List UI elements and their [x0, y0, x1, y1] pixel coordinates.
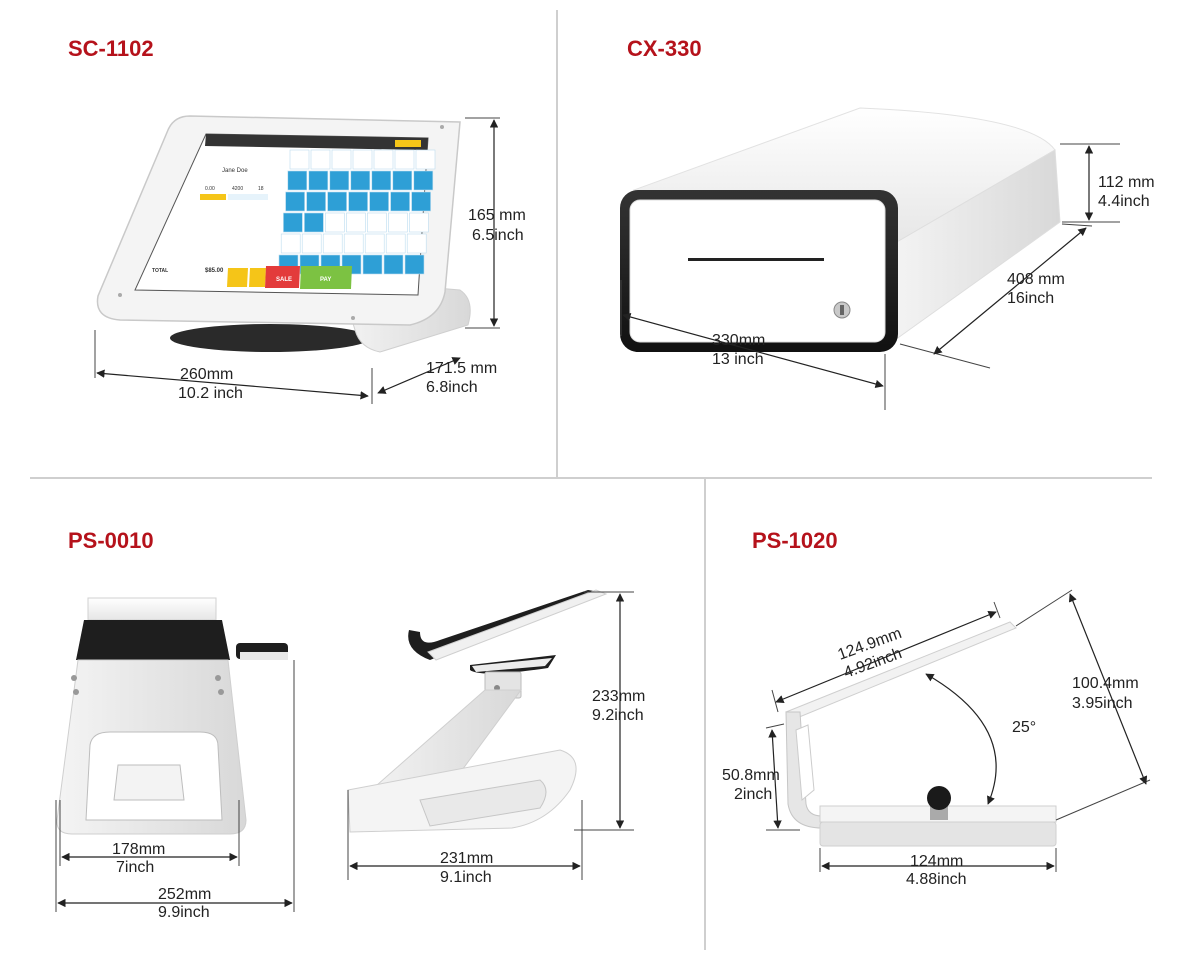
panel-cx-330: CX-330 112 mm 4.4inch 408 mm 16inch 330m… [620, 36, 1155, 410]
screen-tile [409, 212, 429, 233]
screen-tile [369, 191, 389, 212]
screen-tile [343, 233, 364, 254]
screen-tile [352, 149, 373, 170]
screen-tile [308, 170, 329, 191]
ps-0010-inner-width-mm: 178mm [112, 841, 165, 858]
screen-tile [283, 212, 303, 233]
tablet-screen: Jane Doe 0.00 4200 18 TOTAL $85.00 SALE … [134, 133, 436, 296]
title-sc-1102: SC-1102 [68, 36, 154, 61]
screen-tile [306, 191, 326, 212]
ps-1020-height-inch: 3.95inch [1072, 695, 1133, 712]
screen-tile [285, 191, 305, 212]
screen-total-2: 4200 [232, 186, 243, 192]
sc-1102-depth-mm: 171.5 mm [426, 360, 497, 377]
screen-tile [394, 149, 415, 170]
ps-0010-side-view [347, 589, 608, 833]
ps-0010-outer-width-mm: 252mm [158, 886, 211, 903]
screen-tile [310, 149, 331, 170]
screen-tile [371, 170, 392, 191]
screen-tile [392, 170, 413, 191]
ps-1020-base-mm: 124mm [910, 853, 963, 870]
cx-330-depth-line [933, 227, 1087, 355]
screen-tile [373, 149, 394, 170]
ps-0010-height-mm: 233mm [592, 688, 645, 705]
screen-tile [390, 191, 410, 212]
title-ps-1020: PS-1020 [752, 528, 838, 553]
ps-1020-rear-height-inch: 2inch [734, 786, 772, 803]
screen-tile [331, 149, 352, 170]
sc-1102-depth-line [377, 357, 461, 394]
sc-1102-height-mm: 165 mm [468, 207, 526, 224]
ps-0010-inner-width-inch: 7inch [116, 859, 154, 876]
screen-tile [350, 170, 371, 191]
screen-tile [413, 170, 434, 191]
ps-1020-angle: 25° [1012, 719, 1036, 736]
screen-tile [383, 254, 404, 275]
ps-1020-rear-height-line [768, 729, 782, 829]
screen-total-3: 18 [258, 186, 264, 192]
ps-0010-depth-mm: 231mm [440, 850, 493, 867]
ps-0010-outer-width-inch: 9.9inch [158, 904, 210, 921]
ps-0010-height-inch: 9.2inch [592, 707, 644, 724]
screen-tile [329, 170, 350, 191]
screen-tile [388, 212, 408, 233]
screen-total-1: 0.00 [205, 186, 215, 192]
screen-customer-name: Jane Doe [222, 168, 248, 174]
screen-tile [404, 254, 425, 275]
panel-sc-1102: SC-1102 Jane Doe 0.00 4200 18 TOTAL $85.… [68, 36, 526, 404]
sc-1102-height-inch: 6.5inch [472, 227, 524, 244]
panel-ps-0010: PS-0010 178mm 7inch 252mm 9.9inch [55, 528, 645, 921]
sc-1102-width-line [96, 369, 369, 400]
cx-330-height-mm: 112 mm [1098, 174, 1155, 191]
screen-tile [322, 233, 343, 254]
cx-330-height-inch: 4.4inch [1098, 193, 1150, 210]
title-cx-330: CX-330 [627, 36, 702, 61]
screen-tile [362, 254, 383, 275]
sc-1102-stand-illustration: Jane Doe 0.00 4200 18 TOTAL $85.00 SALE … [96, 115, 471, 353]
title-ps-0010: PS-0010 [68, 528, 154, 553]
ps-1020-plate-line [775, 610, 997, 704]
screen-tile [301, 233, 322, 254]
screen-tile [287, 170, 308, 191]
screen-tile [325, 212, 345, 233]
cash-drawer-illustration [620, 107, 1061, 352]
cx-330-width-inch: 13 inch [712, 351, 764, 368]
cx-330-width-line [622, 312, 884, 389]
sc-1102-width-mm: 260mm [180, 366, 233, 383]
sc-1102-depth-inch: 6.8inch [426, 379, 478, 396]
screen-tile [385, 233, 406, 254]
ps-1020-rear-height-mm: 50.8mm [722, 767, 780, 784]
ps-0010-depth-inch: 9.1inch [440, 869, 492, 886]
screen-tile [346, 212, 366, 233]
screen-tile [364, 233, 385, 254]
screen-tile [406, 233, 427, 254]
sc-1102-width-inch: 10.2 inch [178, 385, 243, 402]
screen-total-label: TOTAL [152, 268, 168, 274]
ps-1020-height-line [1068, 593, 1148, 785]
ps-1020-angle-arc [925, 673, 997, 805]
screen-tile [348, 191, 368, 212]
cx-330-depth-mm: 408 mm [1007, 271, 1065, 288]
screen-tile [280, 233, 301, 254]
panel-ps-1020: PS-1020 25° 124.9mm 4.92inch 100.4mm 3.9… [722, 528, 1151, 888]
screen-tile [367, 212, 387, 233]
ps-0010-front-view [56, 597, 288, 835]
screen-pay-label: PAY [320, 277, 331, 283]
screen-sale-label: SALE [276, 277, 292, 283]
screen-total-value: $85.00 [205, 268, 224, 274]
screen-tile [415, 149, 436, 170]
screen-tile [304, 212, 324, 233]
ps-1020-base-inch: 4.88inch [906, 871, 967, 888]
screen-tile [411, 191, 431, 212]
cx-330-depth-inch: 16inch [1007, 290, 1054, 307]
screen-tile [289, 149, 310, 170]
screen-tile [327, 191, 347, 212]
ps-1020-height-mm: 100.4mm [1072, 675, 1139, 692]
cx-330-width-mm: 330mm [712, 332, 765, 349]
